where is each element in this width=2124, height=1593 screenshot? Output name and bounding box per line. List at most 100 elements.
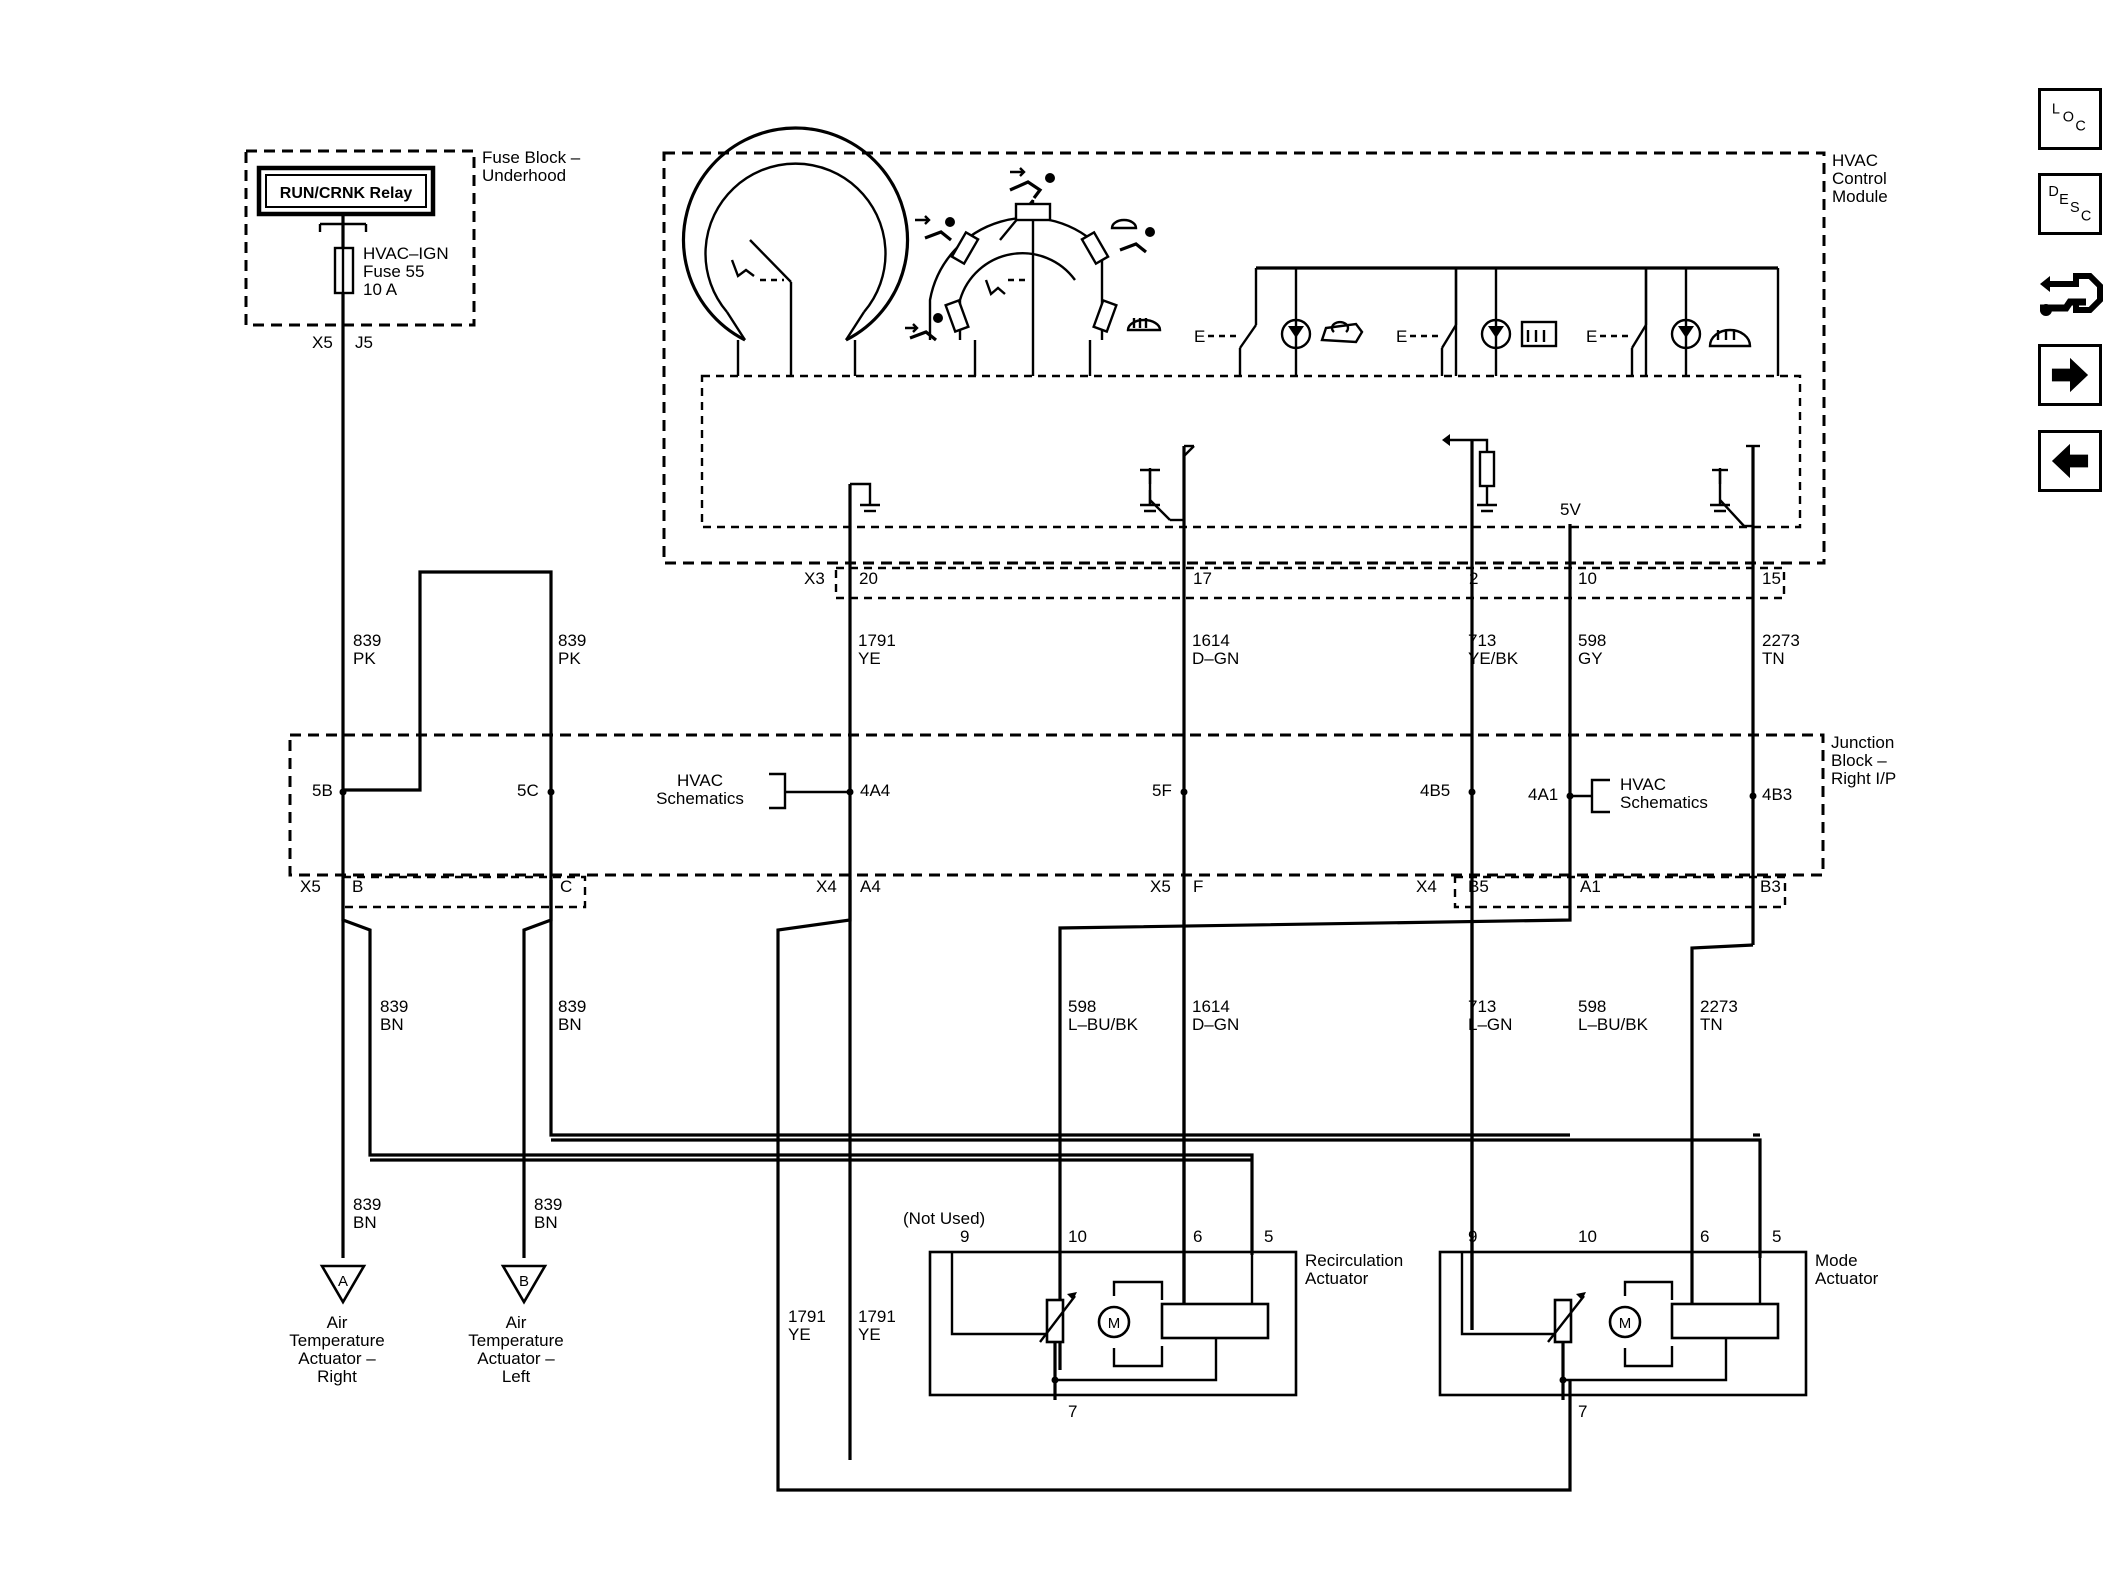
desc-e: E	[2059, 192, 2069, 208]
actuator-a-line1: Air	[327, 1313, 348, 1332]
wire-bottom-2-num: 839	[534, 1195, 562, 1214]
recirculation-indicator-icon	[1320, 320, 1364, 344]
wire-upper-5-color: YE/BK	[1468, 649, 1519, 668]
jb-pin-a1: A1	[1580, 877, 1601, 896]
connector-x3: X3 20 17 2 10 15	[804, 566, 1786, 600]
recirc-pin-9: 9	[960, 1227, 969, 1246]
arrow-right-icon	[2051, 357, 2089, 393]
jb-pin-c: C	[560, 877, 572, 896]
wire-upper-2-num: 839	[558, 631, 586, 650]
jb-pin-b3: B3	[1760, 877, 1781, 896]
jb-x5-left: X5	[300, 877, 321, 896]
connector-j5: J5	[355, 333, 373, 352]
rear-defrost-indicator-icon	[1520, 320, 1558, 348]
switch-e-2: E	[1396, 327, 1407, 346]
five-volt-label: 5V	[1560, 500, 1581, 519]
x3-label: X3	[804, 569, 825, 588]
wire-lower-7-num: 2273	[1700, 997, 1738, 1016]
recirc-pin-6: 6	[1193, 1227, 1202, 1246]
previous-page-button[interactable]	[2038, 430, 2102, 492]
hvac-schematics-ref-2b[interactable]: Schematics	[1620, 793, 1708, 812]
wires	[341, 293, 1760, 1492]
mode-selector-icon	[905, 167, 1162, 376]
wire-bottom-3-num: 1791	[788, 1307, 826, 1326]
recirc-not-used: (Not Used)	[903, 1209, 985, 1228]
wire-upper-5-num: 713	[1468, 631, 1496, 650]
wire-upper-2-color: PK	[558, 649, 581, 668]
bilevel-mode-icon	[915, 215, 955, 242]
fuse-block-underhood: Fuse Block – Underhood RUN/CRNK Relay HV…	[244, 148, 581, 352]
wire-upper-3-color: YE	[858, 649, 881, 668]
mode-pin-9: 9	[1468, 1227, 1477, 1246]
wire-bottom-1-color: BN	[353, 1213, 377, 1232]
x3-pin-10: 10	[1578, 569, 1597, 588]
wire-bottom-1-num: 839	[353, 1195, 381, 1214]
connector-view-button[interactable]	[2036, 258, 2106, 328]
next-page-button[interactable]	[2038, 344, 2102, 406]
wire-lower-7-color: TN	[1700, 1015, 1723, 1034]
wire-bottom-3-color: YE	[788, 1325, 811, 1344]
loc-button[interactable]: L O C	[2038, 88, 2102, 150]
wire-lower-4-color: D–GN	[1192, 1015, 1239, 1034]
wire-lower-2-num: 839	[558, 997, 586, 1016]
loc-c: C	[2075, 119, 2085, 135]
hvac-schematics-ref-2a[interactable]: HVAC	[1620, 775, 1666, 794]
wire-lower-3-color: L–BU/BK	[1068, 1015, 1139, 1034]
hvac-module-label-1: HVAC	[1832, 151, 1878, 170]
actuator-a-line3: Actuator –	[298, 1349, 376, 1368]
hvac-module-label-3: Module	[1832, 187, 1888, 206]
fuse-number: Fuse 55	[363, 262, 424, 281]
jb-x4-right: X4	[1416, 877, 1437, 896]
switch-e-3: E	[1586, 327, 1597, 346]
mode-motor-icon: M	[1619, 1315, 1632, 1332]
air-temp-actuator-left: B Air Temperature Actuator – Left	[468, 1264, 564, 1386]
actuator-a-line4: Right	[317, 1367, 357, 1386]
jb-pin-b5: B5	[1468, 877, 1489, 896]
vent-mode-icon	[1009, 167, 1055, 199]
recirculation-actuator: Recirculation Actuator (Not Used) 9 10 6…	[903, 1209, 1403, 1421]
actuator-b-line3: Actuator –	[477, 1349, 555, 1368]
desc-s: S	[2070, 200, 2080, 216]
lower-wire-labels: 839 BN 839 BN 598 L–BU/BK 1614 D–GN 713 …	[380, 997, 1738, 1034]
wire-lower-4-num: 1614	[1192, 997, 1230, 1016]
fuse-block-label-1: Fuse Block –	[482, 148, 581, 167]
actuator-b-line2: Temperature	[468, 1331, 563, 1350]
bus-lines	[370, 1138, 1762, 1258]
loc-icon: L O C	[2052, 102, 2086, 135]
wire-lower-1-num: 839	[380, 997, 408, 1016]
hvac-schematics-ref-1a[interactable]: HVAC	[677, 771, 723, 790]
actuator-b-letter: B	[519, 1273, 529, 1290]
actuator-b-line4: Left	[502, 1367, 531, 1386]
recirc-pin-7: 7	[1068, 1402, 1077, 1421]
mode-pin-7: 7	[1578, 1402, 1587, 1421]
wire-lower-5-color: L–GN	[1468, 1015, 1512, 1034]
wire-lower-3-num: 598	[1068, 997, 1096, 1016]
wire-lower-1-color: BN	[380, 1015, 404, 1034]
actuator-b-line1: Air	[506, 1313, 527, 1332]
hvac-schematics-ref-1b[interactable]: Schematics	[656, 789, 744, 808]
wire-lower-6-color: L–BU/BK	[1578, 1015, 1649, 1034]
loc-o: O	[2063, 110, 2074, 126]
recirc-pin-5: 5	[1264, 1227, 1273, 1246]
junction-block-right-ip: Junction Block – Right I/P 5B 5C 4A4 5F …	[288, 733, 1896, 909]
wire-upper-7-color: TN	[1762, 649, 1785, 668]
wire-upper-4-num: 1614	[1192, 631, 1230, 650]
upper-wire-labels: 839 PK 839 PK 1791 YE 1614 D–GN 713 YE/B…	[353, 631, 1800, 668]
desc-button[interactable]: D E S C	[2038, 173, 2102, 235]
recirc-pin-10: 10	[1068, 1227, 1087, 1246]
hvac-control-module: HVAC Control Module	[662, 126, 1888, 578]
fuse-amperage: 10 A	[363, 280, 398, 299]
jb-pin-a4: A4	[860, 877, 881, 896]
floor-defrost-mode-icon	[1110, 218, 1155, 254]
desc-c: C	[2081, 208, 2091, 224]
air-temp-actuator-right: A Air Temperature Actuator – Right	[289, 1264, 385, 1386]
fuse-block-label-2: Underhood	[482, 166, 566, 185]
wire-upper-1-num: 839	[353, 631, 381, 650]
front-defrost-indicator-icon	[1708, 328, 1752, 348]
arrow-left-icon	[2051, 443, 2089, 479]
wire-bottom-2-color: BN	[534, 1213, 558, 1232]
wire-bottom-4-num: 1791	[858, 1307, 896, 1326]
mode-label-2: Actuator	[1815, 1269, 1879, 1288]
jb-pin-5f: 5F	[1152, 781, 1172, 800]
